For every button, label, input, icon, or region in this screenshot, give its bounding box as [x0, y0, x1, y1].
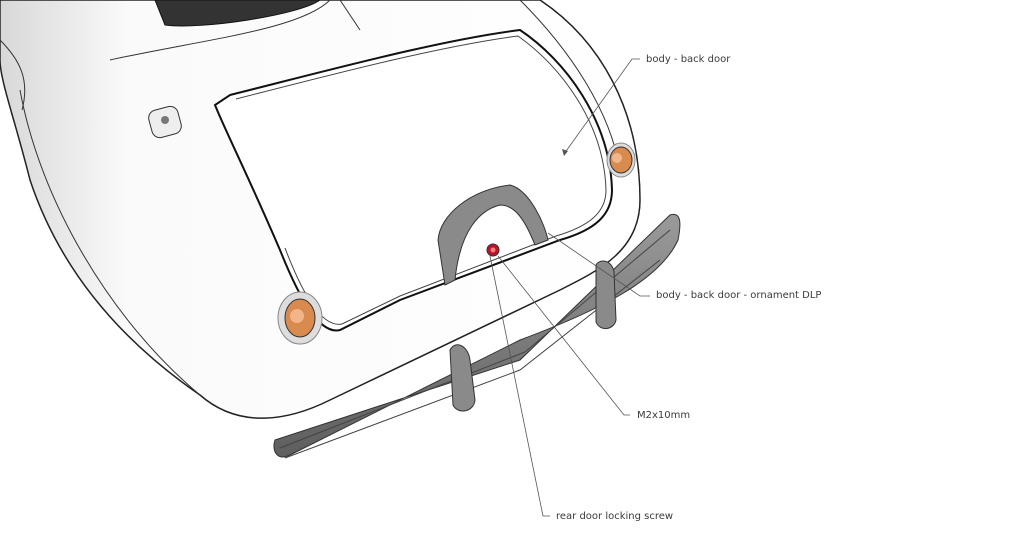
leader-lines — [489, 58, 650, 517]
rear-bumper — [273, 213, 681, 458]
cockpit — [154, 0, 321, 27]
ornament-handle — [437, 184, 549, 286]
bumper-guard-left — [449, 344, 476, 412]
label-back-door: body - back door — [646, 54, 731, 65]
back-door-panel — [213, 28, 614, 332]
label-locking-screw: rear door locking screw — [556, 511, 674, 522]
bumper-guard-right — [595, 260, 617, 329]
label-screw-size: M2x10mm — [637, 410, 691, 421]
label-ornament: body - back door - ornament DLP — [656, 290, 822, 301]
